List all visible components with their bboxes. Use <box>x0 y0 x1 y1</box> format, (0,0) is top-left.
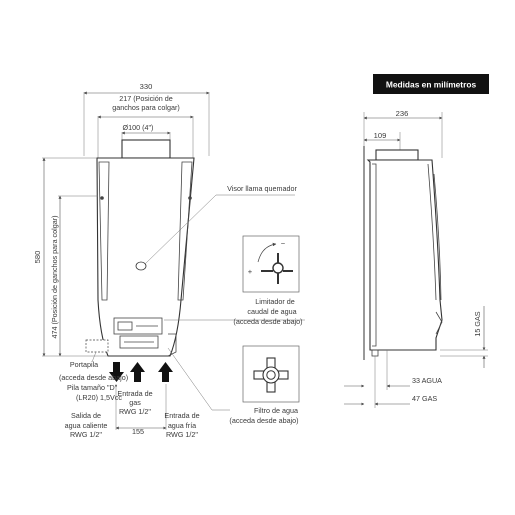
flow-limiter-label-1: Limitador de <box>255 297 295 306</box>
gas-inlet-label-3: RWG 1/2" <box>119 407 151 416</box>
cold-water-label-2: agua fría <box>168 421 196 430</box>
dim-gas-height: 15 GAS <box>473 311 482 336</box>
hot-water-label-1: Salida de <box>71 411 101 420</box>
dim-connection-spacing: 155 <box>132 427 144 436</box>
dim-flue-offset: 109 <box>374 131 387 140</box>
flame-viewer-label: Visor llama quemador <box>227 184 297 193</box>
dim-depth-total: 236 <box>396 109 409 118</box>
flame-viewer <box>135 261 147 271</box>
water-filter-label-2: (acceda desde abajo) <box>229 416 298 425</box>
battery-label-1: Portapila <box>70 360 98 369</box>
units-header: Medidas en milímetros <box>373 74 489 94</box>
flow-limiter-label-3: (acceda desde abajo) <box>233 317 302 326</box>
callout-leaders <box>144 194 305 411</box>
heater-front-body <box>96 157 195 357</box>
hot-water-label-3: RWG 1/2" <box>70 430 102 439</box>
battery-label-3: Pila tamaño "D" <box>67 383 118 392</box>
hot-water-label-2: agua caliente <box>65 421 108 430</box>
units-title: Medidas en milímetros <box>386 80 477 90</box>
water-filter-detail <box>242 345 300 403</box>
front-labels: Portapila (acceda desde abajo) Pila tama… <box>59 351 200 439</box>
dim-height-total: 580 <box>33 251 42 264</box>
battery-label-4: (LR20) 1,5Vcc <box>76 393 122 402</box>
limiter-dial-icon <box>257 242 293 284</box>
front-view: 330 217 (Posición de ganchos para colgar… <box>33 82 210 436</box>
dim-water-offset: 33 AGUA <box>412 376 442 385</box>
flow-limiter-label-2: caudal de agua <box>247 307 296 316</box>
gas-inlet-label-2: gas <box>129 398 141 407</box>
battery-holder <box>85 339 109 353</box>
flow-limiter-detail: + − <box>242 235 300 293</box>
side-view: 236 109 15 GAS 33 AGUA 47 GAS <box>344 109 488 408</box>
battery-label-2: (acceda desde abajo) <box>59 373 128 382</box>
filter-knob-icon <box>253 357 289 393</box>
dim-gas-offset: 47 GAS <box>412 394 437 403</box>
cold-water-inlet-arrow <box>158 362 173 382</box>
cold-water-label-3: RWG 1/2" <box>166 430 198 439</box>
gas-inlet-label-1: Entrada de <box>117 389 152 398</box>
dim-hook-width-line1: 217 (Posición de <box>119 94 173 103</box>
water-filter-label-1: Filtro de agua <box>254 406 298 415</box>
minus-symbol: − <box>281 239 286 248</box>
dim-width-total: 330 <box>140 82 153 91</box>
gas-inlet-arrow <box>130 362 145 382</box>
cold-water-label-1: Entrada de <box>164 411 199 420</box>
plus-symbol: + <box>248 267 253 276</box>
dim-hook-height: 474 (Posición de ganchos para colgar) <box>50 215 59 338</box>
heater-side-body <box>366 159 443 351</box>
dim-flue-diameter: Ø100 (4") <box>123 123 154 132</box>
hot-water-outlet-arrow <box>109 362 124 382</box>
dim-hook-width-line2: ganchos para colgar) <box>112 103 180 112</box>
